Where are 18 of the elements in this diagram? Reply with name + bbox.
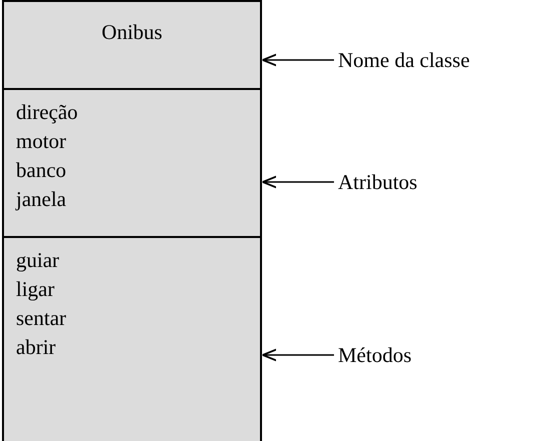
arrow	[262, 176, 334, 188]
member-text: banco	[16, 157, 68, 184]
member-text: motor	[16, 128, 68, 155]
member-text: guiar	[16, 247, 60, 274]
member-text: direção	[16, 99, 79, 126]
class-name: Onibus	[102, 19, 162, 46]
member-text: janela	[16, 186, 68, 213]
annotation-label: Nome da classe	[338, 47, 470, 73]
member-text: ligar	[16, 276, 56, 303]
class-name-compartment	[2, 0, 262, 90]
arrow	[262, 54, 334, 66]
class-compartment	[2, 236, 262, 441]
class-compartment	[2, 88, 262, 238]
annotation-label: Métodos	[338, 342, 412, 368]
member-text: abrir	[16, 334, 57, 361]
annotation-label: Atributos	[338, 169, 418, 195]
arrow	[262, 348, 334, 362]
member-text: sentar	[16, 305, 68, 332]
